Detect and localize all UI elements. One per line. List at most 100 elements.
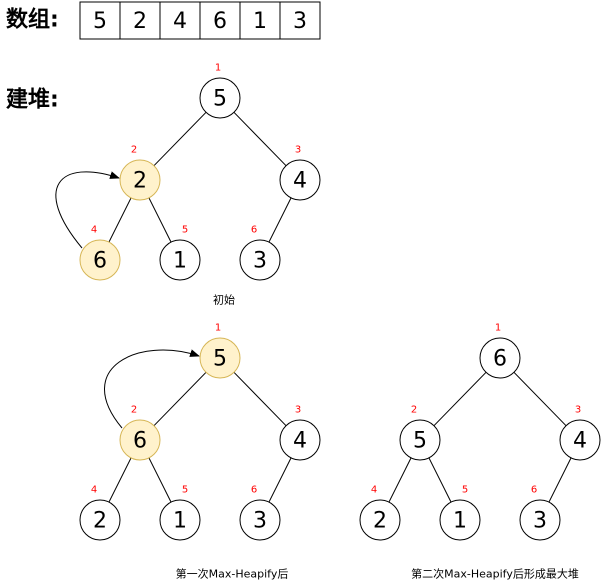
- tree-caption: 第一次Max-Heapify后: [176, 567, 289, 581]
- heap-node: 36: [239, 225, 281, 281]
- node-circle: [359, 499, 401, 541]
- tree-edge: [233, 111, 287, 167]
- tree-edge: [548, 457, 572, 503]
- array-label: 数组:: [6, 7, 59, 33]
- tree-edge: [268, 197, 292, 243]
- node-value: 4: [293, 429, 307, 454]
- heap-node: 15: [159, 225, 201, 281]
- tree-edge: [513, 371, 567, 427]
- tree-edge: [233, 371, 287, 427]
- node-index-label: 3: [295, 405, 301, 416]
- tree-edge: [153, 111, 207, 167]
- node-circle: [199, 77, 241, 119]
- highlighted-node-circle: [119, 419, 161, 461]
- tree-edge: [268, 457, 292, 503]
- node-value: 4: [573, 429, 587, 454]
- node-index-label: 5: [462, 485, 468, 496]
- node-index-label: 5: [182, 225, 188, 236]
- node-value: 2: [373, 509, 387, 534]
- node-index-label: 3: [295, 145, 301, 156]
- heap-node: 62: [119, 405, 161, 461]
- heap-node: 43: [279, 145, 321, 201]
- tree-edge: [428, 457, 452, 503]
- array-cell-value: 6: [213, 9, 227, 34]
- array-cell-value: 1: [253, 9, 267, 34]
- node-index-label: 4: [371, 485, 377, 496]
- heap-node: 64: [79, 225, 121, 281]
- node-value: 2: [133, 169, 147, 194]
- node-circle: [479, 337, 521, 379]
- heap-node: 15: [159, 485, 201, 541]
- heap-node: 52: [399, 405, 441, 461]
- node-circle: [79, 499, 121, 541]
- heap-node: 24: [359, 485, 401, 541]
- node-circle: [399, 419, 441, 461]
- tree-edge: [108, 197, 132, 243]
- node-circle: [239, 499, 281, 541]
- heap-node: 43: [559, 405, 601, 461]
- node-value: 1: [173, 509, 187, 534]
- node-value: 6: [93, 249, 107, 274]
- array-cell: [279, 1, 321, 40]
- node-index-label: 1: [215, 63, 221, 74]
- node-value: 3: [253, 249, 267, 274]
- tree-edge: [148, 457, 172, 503]
- highlighted-node-circle: [79, 239, 121, 281]
- node-index-label: 2: [131, 145, 137, 156]
- heap-node: 51: [199, 323, 241, 379]
- node-value: 6: [133, 429, 147, 454]
- node-circle: [279, 159, 321, 201]
- array-cell-value: 2: [133, 9, 147, 34]
- node-index-label: 2: [411, 405, 417, 416]
- node-index-label: 6: [531, 485, 537, 496]
- node-index-label: 1: [215, 323, 221, 334]
- tree-edge: [148, 197, 172, 243]
- tree-caption: 初始: [213, 293, 235, 307]
- array-cell-value: 3: [293, 9, 307, 34]
- node-value: 1: [453, 509, 467, 534]
- node-value: 3: [253, 509, 267, 534]
- node-value: 5: [213, 87, 227, 112]
- array-cell-value: 4: [173, 9, 187, 34]
- node-circle: [439, 499, 481, 541]
- node-value: 5: [413, 429, 427, 454]
- swap-arrow: [104, 349, 200, 429]
- highlighted-node-circle: [199, 337, 241, 379]
- node-index-label: 6: [251, 485, 257, 496]
- heap-node: 15: [439, 485, 481, 541]
- node-index-label: 4: [91, 225, 97, 236]
- node-value: 2: [93, 509, 107, 534]
- tree-edge: [388, 457, 412, 503]
- node-value: 6: [493, 347, 507, 372]
- node-index-label: 5: [182, 485, 188, 496]
- build-heap-label: 建堆:: [6, 88, 59, 113]
- heap-node: 36: [519, 485, 561, 541]
- node-circle: [159, 239, 201, 281]
- array-cell: [79, 1, 121, 40]
- heap-node: 36: [239, 485, 281, 541]
- node-index-label: 3: [575, 405, 581, 416]
- node-circle: [519, 499, 561, 541]
- tree-edge: [433, 371, 487, 427]
- heap-node: 24: [79, 485, 121, 541]
- node-value: 3: [533, 509, 547, 534]
- heap-node: 22: [119, 145, 161, 201]
- node-index-label: 4: [91, 485, 97, 496]
- array-cells: 5 2 4 6 1 3: [79, 1, 321, 40]
- heap-node: 43: [279, 405, 321, 461]
- array-cell: [159, 1, 201, 40]
- node-circle: [239, 239, 281, 281]
- node-index-label: 1: [495, 323, 501, 334]
- node-value: 5: [213, 347, 227, 372]
- array-cell-value: 5: [93, 9, 107, 34]
- node-circle: [159, 499, 201, 541]
- heap-node: 61: [479, 323, 521, 379]
- array-cell: [239, 1, 281, 40]
- node-circle: [279, 419, 321, 461]
- array-cell: [119, 1, 161, 40]
- tree-edge: [153, 371, 207, 427]
